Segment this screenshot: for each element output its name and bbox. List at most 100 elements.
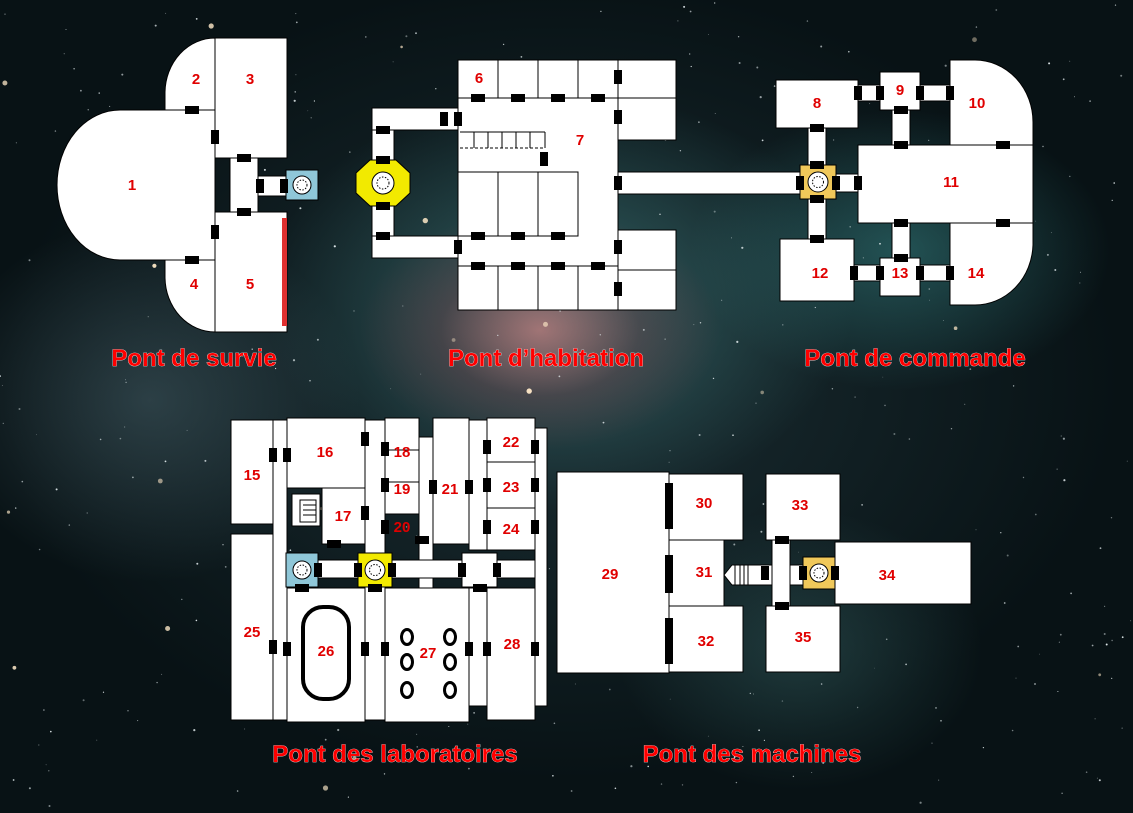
star xyxy=(38,744,40,746)
room-4[interactable] xyxy=(164,259,216,333)
star xyxy=(1080,271,1081,273)
room-corr-lift-12 xyxy=(807,198,827,240)
star xyxy=(45,764,47,766)
star xyxy=(1113,182,1115,184)
hull-strip xyxy=(282,218,287,326)
room-2[interactable] xyxy=(164,37,216,111)
room-30[interactable] xyxy=(668,473,744,541)
star xyxy=(236,790,239,792)
room-8[interactable] xyxy=(775,79,859,129)
stairs-icon xyxy=(291,493,321,527)
star xyxy=(87,109,89,111)
room-9[interactable] xyxy=(879,71,921,111)
star xyxy=(275,367,277,370)
room-corridor-survie xyxy=(229,157,259,213)
room-21[interactable] xyxy=(432,417,470,545)
star xyxy=(630,765,633,768)
room-24[interactable] xyxy=(486,507,536,551)
room-cabin[interactable] xyxy=(617,229,677,271)
room-6[interactable] xyxy=(457,59,499,99)
room-cabin[interactable] xyxy=(497,59,539,99)
room-label: 35 xyxy=(795,629,812,646)
elevator-icon[interactable] xyxy=(357,552,393,588)
star xyxy=(721,299,723,301)
star xyxy=(736,340,739,343)
star xyxy=(712,377,715,380)
room-10[interactable] xyxy=(949,59,1034,146)
star xyxy=(6,510,11,514)
room-32[interactable] xyxy=(668,605,744,673)
star xyxy=(1006,554,1009,557)
star xyxy=(756,66,759,69)
star xyxy=(65,29,67,30)
room-corr-9-10 xyxy=(919,84,951,102)
star xyxy=(874,667,875,669)
room-23[interactable] xyxy=(486,461,536,509)
elevator-icon[interactable] xyxy=(355,159,411,207)
room-cabin[interactable] xyxy=(577,265,619,311)
room-cabin[interactable] xyxy=(617,269,677,311)
star xyxy=(758,729,760,731)
star xyxy=(365,36,367,38)
room-label: 24 xyxy=(503,521,520,538)
star xyxy=(1111,199,1113,201)
room-label: 10 xyxy=(969,95,986,112)
room-17[interactable] xyxy=(321,487,366,545)
room-cabin[interactable] xyxy=(617,97,677,141)
room-label: 12 xyxy=(812,265,829,282)
room-29[interactable] xyxy=(556,471,670,674)
star xyxy=(352,756,357,761)
star xyxy=(732,434,734,437)
room-34[interactable] xyxy=(765,605,841,673)
room-label: 1 xyxy=(128,177,136,194)
star xyxy=(132,476,134,479)
room-35[interactable] xyxy=(834,541,972,605)
star xyxy=(1069,60,1071,62)
room-18[interactable] xyxy=(384,417,420,451)
deck-machines: 29 30 31 32 33 34 35 Pont des machines xyxy=(556,471,972,768)
room-cabin[interactable] xyxy=(497,171,539,237)
room-28[interactable] xyxy=(486,587,536,721)
pod-icon xyxy=(400,628,457,699)
elevator-icon[interactable] xyxy=(285,169,319,201)
star xyxy=(1110,517,1113,519)
star xyxy=(681,784,684,786)
room-cabin[interactable] xyxy=(537,171,579,237)
elevator-icon[interactable] xyxy=(799,164,837,200)
room-1[interactable] xyxy=(56,109,216,261)
star xyxy=(1,385,3,386)
elevator-icon[interactable] xyxy=(802,556,836,590)
room-cabin[interactable] xyxy=(457,265,499,311)
star xyxy=(714,113,716,114)
star xyxy=(995,9,998,11)
star xyxy=(928,139,930,141)
room-cabin[interactable] xyxy=(497,265,539,311)
room-cabin[interactable] xyxy=(617,59,677,99)
room-16[interactable] xyxy=(286,417,366,489)
room-cabin[interactable] xyxy=(457,171,499,237)
room-cabin[interactable] xyxy=(537,59,579,99)
star xyxy=(1022,476,1025,479)
star xyxy=(735,781,738,784)
star xyxy=(1034,513,1037,516)
room-12[interactable] xyxy=(779,238,855,302)
star xyxy=(208,23,214,29)
room-20[interactable] xyxy=(384,481,420,515)
room-19[interactable] xyxy=(384,449,420,483)
star xyxy=(154,24,157,27)
elevator-icon[interactable] xyxy=(285,552,319,588)
star xyxy=(21,480,24,483)
room-33[interactable] xyxy=(765,473,841,541)
room-3[interactable] xyxy=(214,37,288,159)
room-14[interactable] xyxy=(949,222,1034,306)
room-cabin[interactable] xyxy=(577,59,619,99)
star xyxy=(798,551,799,553)
room-cabin[interactable] xyxy=(537,265,579,311)
room-11[interactable] xyxy=(857,144,1034,224)
star xyxy=(1091,644,1094,647)
star xyxy=(295,21,298,24)
star xyxy=(307,110,309,112)
star xyxy=(63,53,65,55)
star xyxy=(1039,653,1040,655)
room-5[interactable] xyxy=(214,211,288,333)
